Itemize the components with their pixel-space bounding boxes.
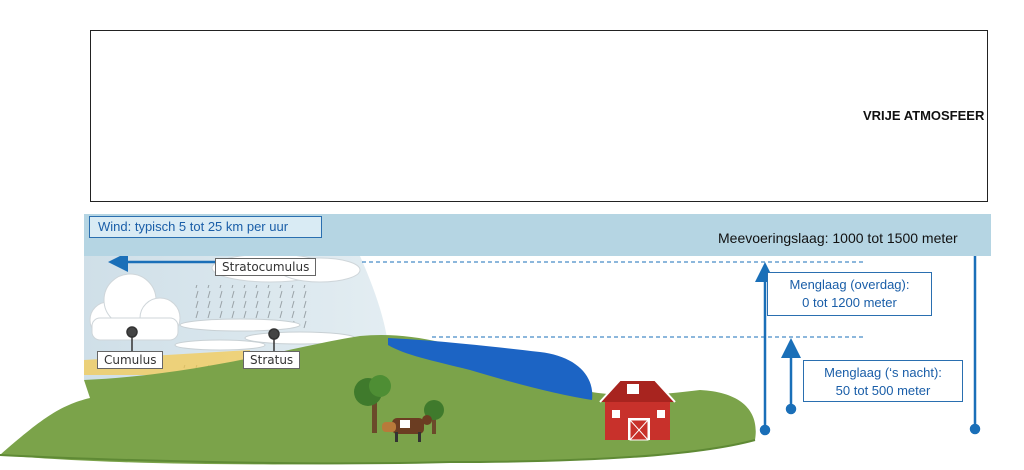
cumulus-label: Cumulus bbox=[97, 351, 164, 369]
stratus-label: Stratus bbox=[243, 351, 301, 369]
mixing-layer-day-range: 0 tot 1200 meter bbox=[802, 295, 897, 310]
mixing-layer-night-range: 50 tot 500 meter bbox=[835, 383, 931, 398]
mixing-layer-night-title: Menglaag (‘s nacht): bbox=[824, 365, 942, 380]
mixing-layer-day-title: Menglaag (overdag): bbox=[789, 277, 910, 292]
water bbox=[388, 338, 593, 400]
cow-icon bbox=[382, 415, 432, 442]
wind-label: Wind: typisch 5 tot 25 km per uur bbox=[89, 216, 322, 238]
cloud-pins bbox=[126, 326, 280, 352]
mixing-layer-day-box: Menglaag (overdag): 0 tot 1200 meter bbox=[767, 272, 932, 316]
barn-icon bbox=[599, 379, 676, 441]
tree-icon bbox=[354, 375, 444, 434]
free-atmosphere-box bbox=[90, 30, 988, 202]
stratocumulus-label: Stratocumulus bbox=[215, 258, 317, 276]
entrainment-layer-label: Meevoeringslaag: 1000 tot 1500 meter bbox=[718, 230, 958, 246]
free-atmosphere-label: VRIJE ATMOSFEER bbox=[863, 108, 985, 123]
mixing-layer-night-box: Menglaag (‘s nacht): 50 tot 500 meter bbox=[803, 360, 963, 402]
